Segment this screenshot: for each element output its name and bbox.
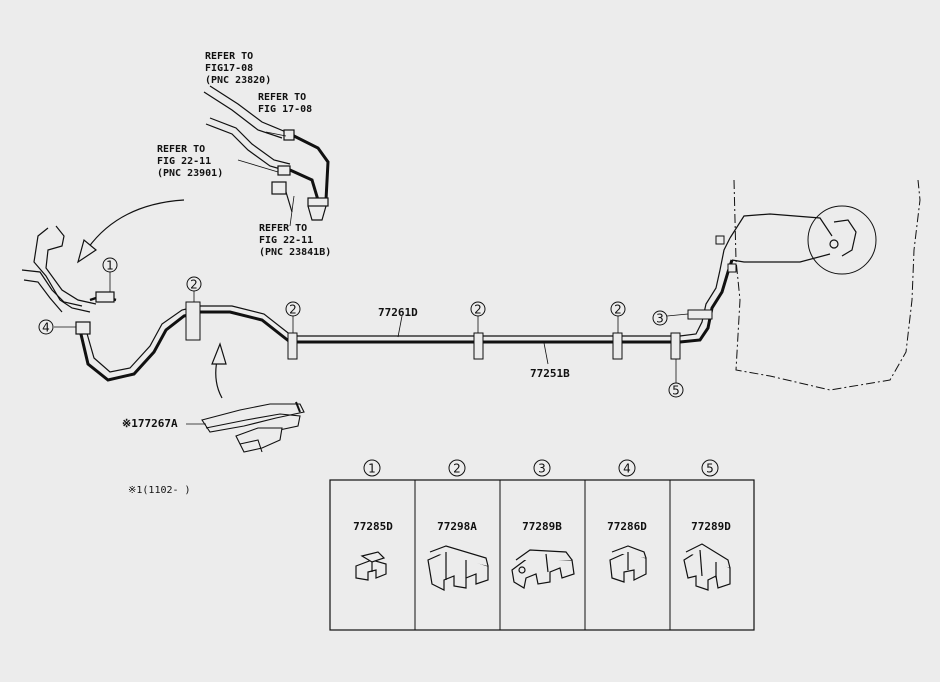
legend-num-4: 4 (623, 462, 631, 476)
legend-part-4: 77286D (607, 520, 647, 533)
ref3-line1: REFER TO (157, 144, 205, 155)
upper-hose-detail (203, 85, 330, 227)
legend-num-5: 5 (706, 462, 714, 476)
main-fuel-lines (290, 213, 833, 365)
callout-4-label: 4 (42, 321, 50, 335)
callout-2c-label: 2 (474, 303, 482, 317)
callout-2b-label: 2 (289, 303, 297, 317)
ref2-line1: REFER TO (258, 92, 306, 103)
legend-part-2: 77298A (437, 520, 477, 533)
ref3-line3: (PNC 23901) (157, 168, 223, 179)
legend-part-3: 77289B (522, 520, 562, 533)
callout-1: 1 (102, 257, 118, 273)
callout-3-main: 3 (652, 310, 689, 326)
legend-header-2: 2 (448, 459, 466, 477)
part-label-upper-line: 77261D (378, 306, 418, 319)
left-tube-assembly (21, 225, 293, 382)
ref4-line1: REFER TO (259, 223, 307, 234)
callout-2d-label: 2 (614, 303, 622, 317)
detail-arrow-upper (76, 199, 185, 264)
ref1-line1: REFER TO (205, 51, 253, 62)
callout-5-label: 5 (672, 384, 680, 398)
callout-2-c: 2 (470, 301, 486, 333)
legend-header-5: 5 (701, 459, 719, 477)
callout-2a-label: 2 (190, 278, 198, 292)
legend-num-2: 2 (453, 462, 461, 476)
part-label-lower-line: 77251B (530, 367, 570, 380)
clamp-markers (185, 235, 737, 360)
legend-part-1: 77285D (353, 520, 393, 533)
ref1-line2: FIG17-08 (205, 63, 253, 74)
bracket-detail (186, 401, 305, 453)
callout-1-label: 1 (106, 259, 114, 273)
clamp-picture-3 (511, 549, 575, 589)
clamp-picture-5 (683, 543, 731, 591)
fuel-pump-detail (829, 219, 857, 257)
legend-header-3: 3 (533, 459, 551, 477)
ref4-line3: (PNC 23841B) (259, 247, 331, 258)
legend-part-5: 77289D (691, 520, 731, 533)
callout-3-label: 3 (656, 312, 664, 326)
fuel-tank-outline (733, 179, 921, 391)
callout-5-main: 5 (668, 359, 684, 398)
ref1-line3: (PNC 23820) (205, 75, 271, 86)
clamp-picture-2 (427, 545, 489, 591)
legend-header-4: 4 (618, 459, 636, 477)
callout-2-b: 2 (285, 301, 301, 333)
part-label-bracket: ※177267A (122, 417, 178, 430)
footnote: ※1(1102- ) (128, 485, 191, 496)
clamp-picture-4 (609, 545, 647, 583)
callout-4-left: 4 (38, 319, 54, 335)
ref4-line2: FIG 22-11 (259, 235, 313, 246)
legend-header-1: 1 (363, 459, 381, 477)
legend-num-1: 1 (368, 462, 376, 476)
legend-num-3: 3 (538, 462, 546, 476)
ref2-line2: FIG 17-08 (258, 104, 312, 115)
detail-arrow-lower (211, 342, 227, 399)
clamp-picture-1 (355, 551, 387, 581)
ref3-line2: FIG 22-11 (157, 156, 211, 167)
callout-2-d: 2 (610, 301, 626, 333)
callout-2-a: 2 (186, 276, 202, 302)
